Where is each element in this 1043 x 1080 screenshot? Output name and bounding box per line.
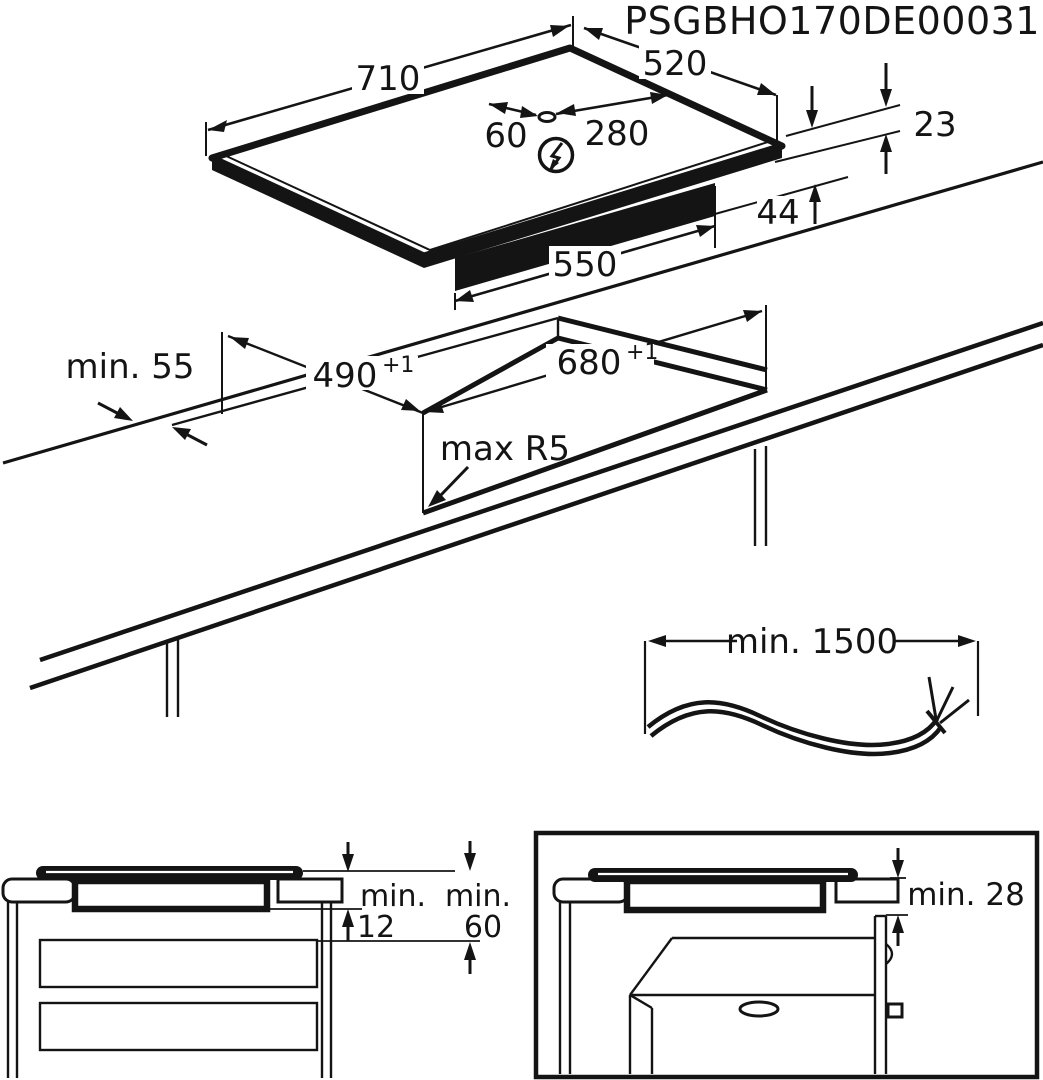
min12-word: min. (360, 879, 426, 914)
cutout-depth-label: 490 (313, 356, 378, 396)
lightning-bolt-icon (537, 136, 575, 174)
cabinet-clearance-right-figure: min. 28 (533, 830, 1040, 1080)
min60-value: 60 (464, 910, 502, 945)
worktop-front-edge-bottom (29, 342, 1043, 691)
door-knob (886, 1002, 904, 1019)
gland-diameter-label: 60 (484, 116, 527, 156)
hob-width-dimension: 710 (205, 16, 574, 156)
cutout-depth-tolerance: +1 (382, 353, 414, 378)
height-above-label: 23 (913, 105, 956, 145)
gland-offset-dimension: 280 (555, 92, 669, 154)
worktop-front-edge-top (39, 320, 1043, 663)
hob-isometric-view: 710 520 60 280 (205, 16, 957, 310)
cable-length-label: min. 1500 (726, 622, 898, 662)
cutout-width-dimension: 680 +1 (424, 305, 767, 414)
min12-value: 12 (357, 910, 395, 945)
cutout-width-tolerance: +1 (626, 340, 658, 365)
hob-depth-label: 520 (643, 44, 708, 84)
rear-clearance-dimension: min. 55 (66, 347, 208, 447)
hob-body-section-2 (623, 877, 827, 914)
cable-curve-bottom (649, 709, 943, 757)
min28-label: min. 28 (907, 877, 1025, 913)
right-clearance-dimension: min. 28 (886, 848, 1025, 946)
body-width-label: 550 (553, 245, 618, 285)
cable-curve-top (646, 700, 939, 748)
hob-body (455, 183, 715, 291)
worktop-right-block (276, 877, 344, 904)
body-width-dimension: 550 (454, 186, 716, 310)
cabinet-clearance-left-figure: min. 12 min. 60 (1, 841, 511, 1078)
corner-radius-annotation: max R5 (428, 429, 570, 507)
cabinet-frame-2 (558, 902, 904, 1074)
hinge-bump (885, 943, 894, 965)
height-below-dimension: 44 (714, 176, 849, 233)
hob-body-section (71, 877, 271, 913)
cabinet-legs (165, 446, 768, 717)
glass-bevel-line (223, 140, 772, 252)
gland-offset-label: 280 (585, 114, 650, 154)
cabinet-frame (6, 902, 333, 1078)
cable-wires (927, 676, 970, 725)
height-above-dimension: 23 (774, 63, 957, 174)
hob-width-label: 710 (356, 59, 421, 99)
cutout-depth-dimension: 490 +1 (221, 332, 424, 415)
height-below-label: 44 (756, 193, 799, 233)
product-code: PSGBHO170DE00031 (624, 0, 1040, 43)
cable-end-cut (925, 709, 947, 735)
gland-diameter-dimension: 60 (484, 102, 538, 156)
cable-gland-oval (537, 111, 557, 123)
worktop-cutout-view: min. 55 490 +1 680 +1 max R5 (2, 160, 1043, 717)
worktop-left-block (1, 877, 77, 904)
rear-clearance-label: min. 55 (66, 347, 195, 387)
corner-radius-label: max R5 (440, 429, 570, 469)
drawer-handle (738, 1000, 780, 1018)
min60-word: min. (445, 879, 511, 914)
oven-box (628, 936, 875, 1074)
worktop-right-block-2 (834, 877, 900, 904)
hob-glass-edge (212, 146, 782, 268)
worktop-left-block-2 (552, 877, 630, 904)
worktop-rear-edge (2, 160, 1043, 465)
hob-depth-dimension: 520 (583, 26, 778, 142)
left-clearance-dimensions: min. 12 min. 60 (267, 841, 511, 974)
cutout-width-label: 680 (557, 343, 622, 383)
power-cable-figure: min. 1500 (643, 622, 980, 757)
